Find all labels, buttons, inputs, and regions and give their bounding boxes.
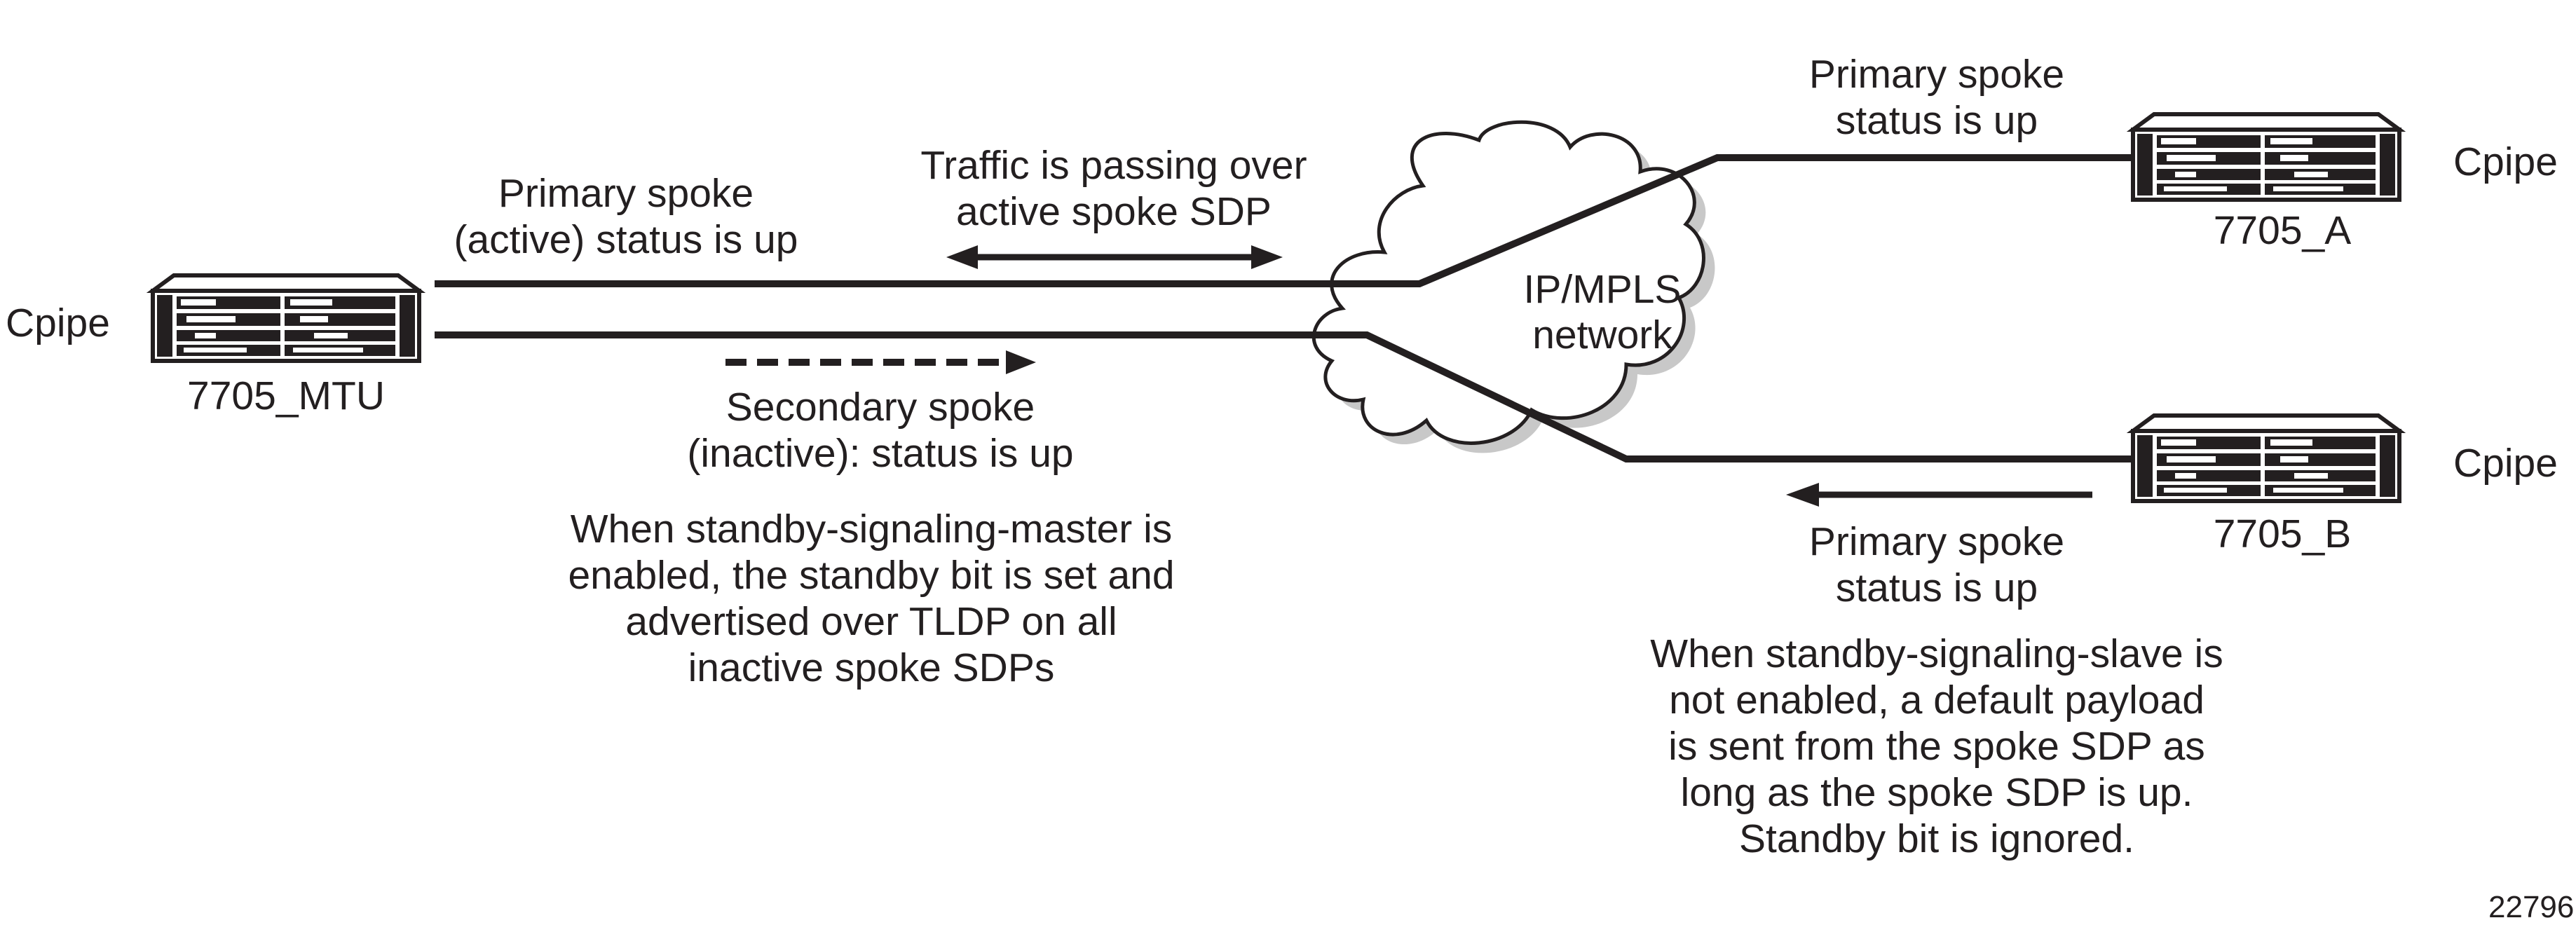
primary-spoke-mtu-line-1: Primary spoke — [498, 171, 754, 216]
a-node-label: 7705_A — [2213, 208, 2352, 253]
secondary-spoke-line-2: (inactive): status is up — [687, 431, 1074, 476]
secondary-spoke-line — [435, 331, 2134, 462]
figure-id: 22796 — [2488, 890, 2575, 924]
master-note-line-4: inactive spoke SDPs — [688, 645, 1055, 690]
cloud-label-line-1: IP/MPLS — [1523, 267, 1682, 312]
primary-spoke-b-line-1: Primary spoke — [1808, 519, 2065, 564]
slave-note-line-5: Standby bit is ignored. — [1738, 816, 2135, 861]
slave-note-line-3: is sent from the spoke SDP as — [1668, 724, 2205, 769]
router-7705-a — [2133, 114, 2399, 200]
slave-note-line-1: When standby-signaling-slave is — [1650, 631, 2223, 676]
cloud-label-line-2: network — [1532, 313, 1672, 357]
inactive-dashed-arrow — [725, 350, 1036, 374]
primary-spoke-a-line-2: status is up — [1835, 98, 2038, 143]
traffic-label-line-2: active spoke SDP — [956, 189, 1272, 234]
primary-spoke-a-line-1: Primary spoke — [1808, 52, 2065, 97]
mtu-node-label: 7705_MTU — [187, 374, 385, 418]
mtu-service-label: Cpipe — [6, 301, 110, 345]
primary-spoke-line — [435, 154, 2134, 287]
master-note-line-2: enabled, the standby bit is set and — [568, 553, 1175, 598]
slave-note-line-2: not enabled, a default payload — [1669, 678, 2204, 722]
b-service-label: Cpipe — [2453, 441, 2558, 486]
traffic-label-line-1: Traffic is passing over — [920, 143, 1307, 188]
slave-note-line-4: long as the spoke SDP is up. — [1680, 770, 2193, 815]
payload-arrow — [1786, 483, 2092, 507]
primary-spoke-mtu-line-2: (active) status is up — [454, 217, 798, 262]
router-7705-mtu — [153, 275, 419, 361]
secondary-spoke-line-1: Secondary spoke — [725, 385, 1035, 430]
master-note-line-3: advertised over TLDP on all — [625, 599, 1117, 644]
b-node-label: 7705_B — [2213, 512, 2352, 556]
master-note-line-1: When standby-signaling-master is — [570, 507, 1173, 551]
traffic-arrow — [946, 245, 1283, 269]
primary-spoke-b-line-2: status is up — [1835, 566, 2038, 610]
router-7705-b — [2133, 416, 2399, 501]
a-service-label: Cpipe — [2453, 139, 2558, 184]
